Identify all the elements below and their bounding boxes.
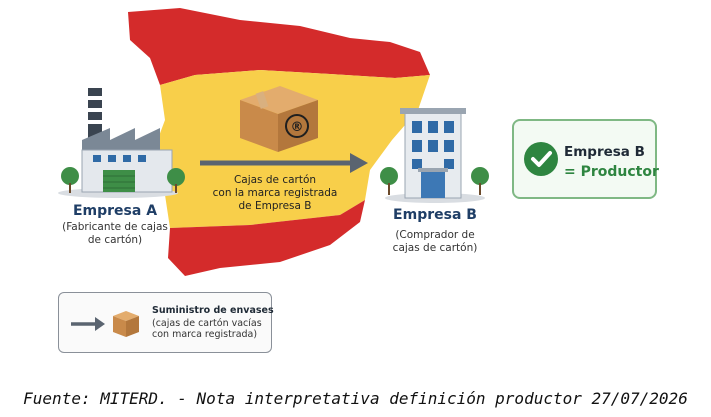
small-box-icon [113, 311, 139, 337]
office-building-icon [380, 108, 489, 203]
empresa-a-subtitle-line: (Fabricante de cajas [62, 221, 168, 233]
empresa-b-subtitle: (Comprador de cajas de cartón) [375, 229, 495, 255]
check-circle-icon [524, 142, 558, 176]
arrow-label-line: de Empresa B [238, 200, 312, 212]
empresa-b-subtitle-line: cajas de cartón) [392, 242, 478, 254]
producer-role: = Productor [564, 164, 659, 180]
map-yellow-band [150, 70, 430, 228]
arrow-label-line: con la marca registrada [212, 187, 338, 199]
flow-arrow [200, 153, 368, 173]
diagram-canvas: ® [58, 8, 489, 276]
factory-icon [58, 88, 185, 198]
empresa-a-subtitle: (Fabricante de cajas de cartón) [50, 221, 180, 247]
registered-mark: ® [291, 120, 304, 135]
arrow-right-icon [71, 317, 105, 331]
legend-title: Suministro de envases [152, 305, 274, 316]
map-red-bottom [168, 200, 365, 276]
producer-company: Empresa B [564, 144, 645, 160]
producer-card: Empresa B = Productor [512, 119, 659, 199]
legend-box: Suministro de envases (cajas de cartón v… [58, 292, 274, 353]
legend-graphic [71, 311, 139, 337]
empresa-a-title: Empresa A [72, 203, 158, 219]
legend-subtitle-line: (cajas de cartón vacías [152, 318, 262, 329]
empresa-b-title: Empresa B [393, 207, 477, 223]
source-caption: Fuente: MITERD. - Nota interpretativa de… [23, 389, 688, 408]
spain-flag-map [128, 8, 430, 276]
empresa-b-subtitle-line: (Comprador de [395, 229, 475, 241]
map-red-top [128, 8, 430, 85]
cardboard-box-icon: ® [240, 86, 318, 152]
legend-subtitle-line: con marca registrada) [152, 329, 258, 340]
arrow-label-line: Cajas de cartón [233, 174, 317, 186]
legend-subtitle: (cajas de cartón vacías con marca regist… [152, 318, 262, 340]
empresa-a-subtitle-line: de cartón) [87, 234, 143, 246]
arrow-label: Cajas de cartón con la marca registrada … [200, 174, 350, 213]
